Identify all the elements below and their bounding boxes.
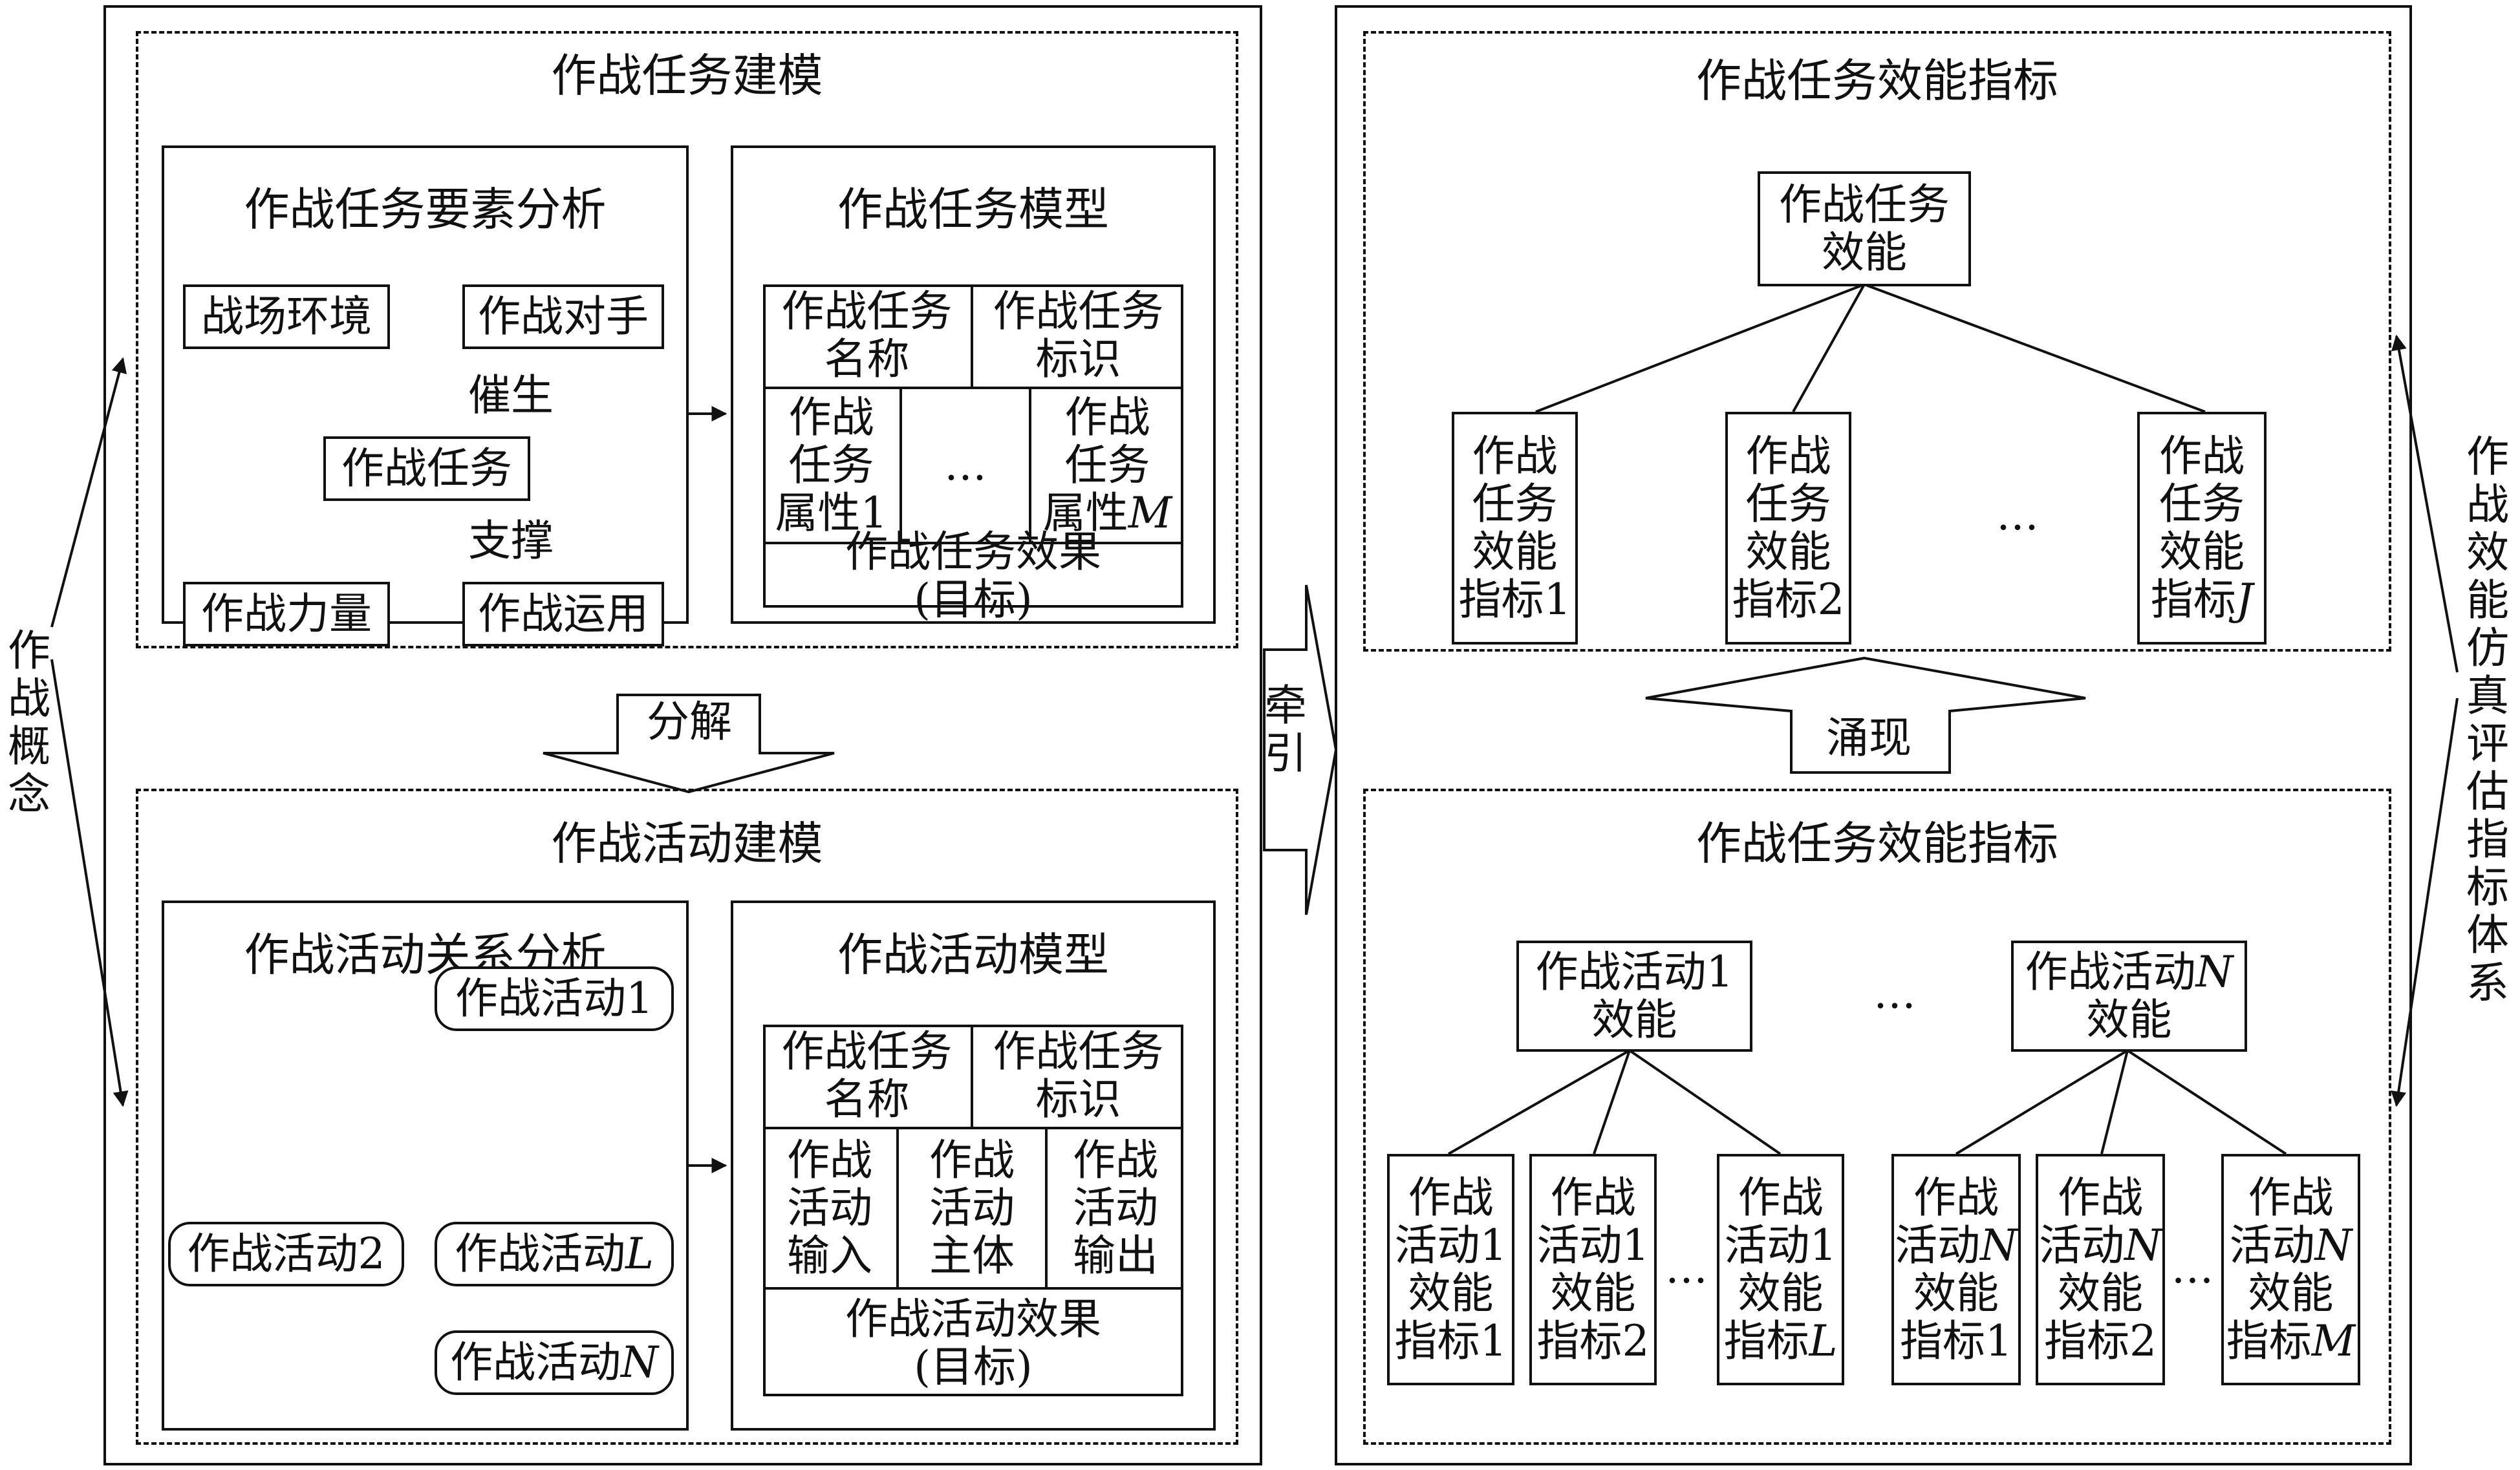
activity-input-cell: 作战 活动 输入 <box>763 1129 899 1290</box>
activity1-indicator-ellipsis: … <box>1665 1243 1708 1293</box>
mission-indicator-ellipsis: … <box>1996 490 2039 540</box>
activity-output-cell: 作战 活动 输出 <box>1048 1129 1183 1290</box>
activity-id-cell: 作战任务 标识 <box>973 1025 1183 1129</box>
support-label: 支撑 <box>468 516 554 566</box>
activityN-node: 作战活动N <box>435 1330 674 1395</box>
activity-modeling-section <box>136 789 1238 1445</box>
concept-arrow-up <box>50 357 127 628</box>
concept-label: 作 战 概 念 <box>8 626 50 819</box>
activity-name-cell: 作战任务 名称 <box>763 1025 973 1129</box>
activity-effectiveness-section <box>1363 789 2391 1445</box>
battlefield-node: 战场环境 <box>183 284 390 349</box>
mission-indicator-2: 作战 任务 效能 指标2 <box>1725 412 1851 644</box>
emerge-label: 涌现 <box>1826 713 1912 763</box>
mission-attr1-cell: 作战 任务 属性1 <box>763 389 902 544</box>
emerge-arrow-shape <box>1645 656 2086 774</box>
activity-subject-cell: 作战 活动 主体 <box>899 1129 1048 1290</box>
mission-model-title: 作战任务模型 <box>837 183 1109 236</box>
mission-modeling-section <box>136 31 1238 648</box>
activity1-indicator-L: 作战 活动1 效能 指标L <box>1717 1154 1844 1385</box>
element-analysis-box <box>162 145 689 624</box>
decompose-arrow <box>543 694 835 794</box>
mission-model-table <box>763 284 1183 608</box>
activity-effectiveness-title: 作战任务效能指标 <box>1696 817 2058 870</box>
activity-effectiveness-ellipsis: … <box>1873 968 1916 1018</box>
activityN-indicator-ellipsis: … <box>2171 1243 2214 1293</box>
mission-effect-cell: 作战任务效果 (目标) <box>845 527 1101 624</box>
mission-indicator-J: 作战 任务 效能 指标J <box>2137 412 2267 644</box>
mission-effectiveness-root: 作战任务 效能 <box>1758 171 1971 286</box>
right-panel-frame <box>1335 5 2412 1465</box>
mission-attrM-cell: 作战 任务 属性M <box>1031 389 1183 544</box>
traction-arrow <box>1263 584 1338 915</box>
mission-node: 作战任务 <box>323 436 530 501</box>
force-node: 作战力量 <box>183 582 390 646</box>
activity2-node: 作战活动2 <box>168 1222 404 1286</box>
mission-effectiveness-title: 作战任务效能指标 <box>1696 54 2058 107</box>
traction-label: 牵 引 <box>1264 681 1307 778</box>
activity-model-table <box>763 1025 1183 1396</box>
mission-attr-ellipsis: … <box>902 389 1031 544</box>
activity1-node: 作战活动1 <box>435 966 674 1031</box>
activity1-effectiveness: 作战活动1 效能 <box>1516 941 1752 1052</box>
activityL-node: 作战活动L <box>435 1222 674 1286</box>
left-panel-frame <box>103 5 1262 1465</box>
mission-indicator-1: 作战 任务 效能 指标1 <box>1452 412 1578 644</box>
indicator-system-label: 作 战 效 能 仿 真 评 估 指 标 体 系 <box>2466 432 2509 1008</box>
system-arrow-up <box>2391 334 2459 673</box>
application-node: 作战运用 <box>462 582 664 646</box>
mission-modeling-title: 作战任务建模 <box>551 49 823 102</box>
decompose-label: 分解 <box>647 697 732 747</box>
activity-model-title: 作战活动模型 <box>837 928 1109 981</box>
activity-effect-cell: 作战活动效果 (目标) <box>845 1294 1101 1392</box>
element-analysis-title: 作战任务要素分析 <box>244 183 607 236</box>
mission-effectiveness-section <box>1363 31 2391 652</box>
concept-arrow-down <box>50 659 129 1107</box>
catalyze-label: 催生 <box>468 370 554 420</box>
system-arrow-down <box>2391 698 2459 1107</box>
activity-modeling-title: 作战活动建模 <box>551 817 823 870</box>
activity1-indicator-2: 作战 活动1 效能 指标2 <box>1529 1154 1657 1385</box>
mission-id-cell: 作战任务 标识 <box>973 284 1183 389</box>
opponent-node: 作战对手 <box>462 284 664 349</box>
activity1-indicator-1: 作战 活动1 效能 指标1 <box>1387 1154 1514 1385</box>
mission-name-cell: 作战任务 名称 <box>763 284 973 389</box>
